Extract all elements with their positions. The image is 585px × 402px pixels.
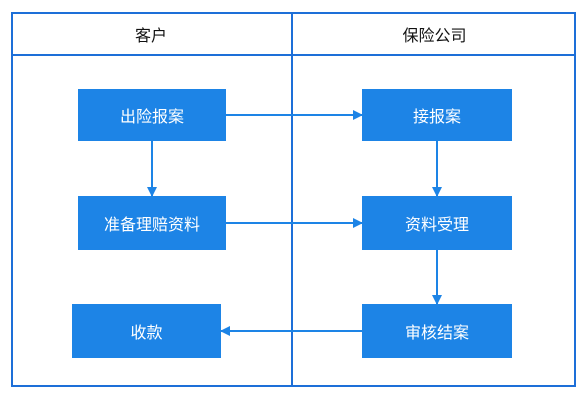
node-receive-payment: 收款 bbox=[72, 304, 221, 358]
node-prepare-materials: 准备理赔资料 bbox=[78, 196, 226, 250]
lane-header-insurer: 保险公司 bbox=[402, 26, 467, 45]
node-review-close: 审核结案 bbox=[362, 304, 512, 358]
lane-header-customer: 客户 bbox=[134, 26, 167, 45]
node-accept-materials: 资料受理 bbox=[362, 196, 512, 250]
node-accept-report: 接报案 bbox=[362, 89, 512, 141]
lane-divider bbox=[291, 12, 293, 387]
lane-header-row bbox=[11, 12, 576, 56]
node-report-claim: 出险报案 bbox=[78, 89, 226, 141]
